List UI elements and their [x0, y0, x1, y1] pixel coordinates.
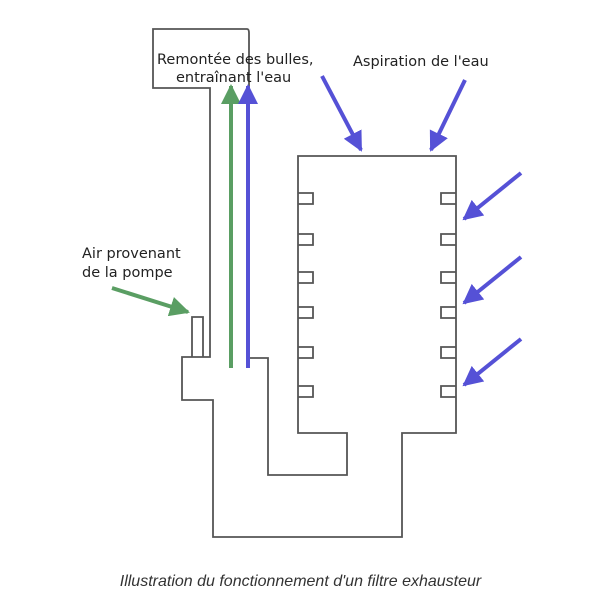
bubbles-label-line1: Remontée des bulles, [157, 52, 314, 68]
filter-diagram: Remontée des bulles, entraînant l'eau As… [82, 28, 523, 538]
air-tube-outline [191, 316, 204, 357]
bubbles-label-line2: entraînant l'eau [176, 70, 291, 86]
water-intake-arrow-top-1 [320, 75, 363, 152]
figure-caption: Illustration du fonctionnement d'un filt… [119, 573, 482, 590]
air-input-arrow [111, 286, 190, 317]
water-intake-arrow-side-2 [462, 255, 523, 305]
intake-label: Aspiration de l'eau [353, 54, 489, 70]
filter-housing-outline [152, 28, 457, 538]
air-label-line1: Air provenant [82, 246, 181, 262]
water-intake-arrow-side-3 [462, 337, 523, 387]
air-label-line2: de la pompe [82, 265, 173, 281]
filter-teeth-left [298, 192, 314, 398]
water-intake-arrow-side-1 [462, 171, 523, 221]
filter-teeth-right [440, 192, 456, 398]
water-intake-arrow-top-2 [429, 79, 467, 152]
